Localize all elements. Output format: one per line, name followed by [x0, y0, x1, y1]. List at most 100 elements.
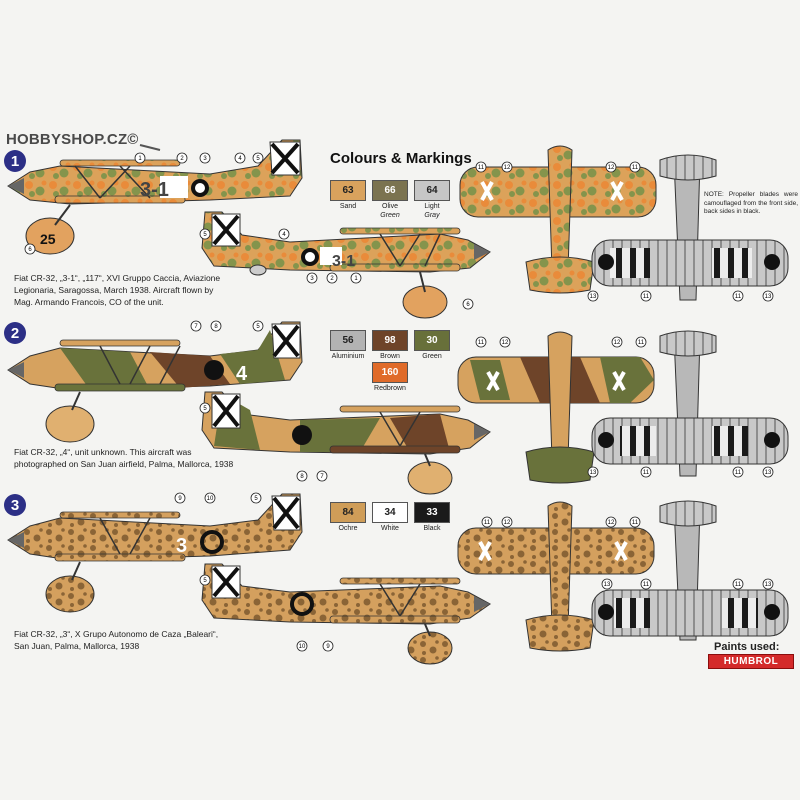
- callout-p2b-1: 8: [296, 470, 308, 482]
- callout-p2b-0: 5: [199, 402, 211, 414]
- svg-text:7: 7: [320, 474, 324, 480]
- callout-top-4: 11: [475, 336, 487, 348]
- top-view-1: [459, 145, 657, 294]
- callout-p1b-4: 1: [350, 272, 362, 284]
- svg-text:12: 12: [608, 165, 615, 171]
- svg-text:12: 12: [502, 340, 509, 346]
- code-p2: 4: [236, 363, 248, 385]
- callout-p2a-2: 5: [252, 320, 264, 332]
- svg-text:6: 6: [466, 302, 470, 308]
- caption-3-line: Fiat CR-32, „3“, X Grupo Autonomo de Caz…: [14, 629, 219, 639]
- callout-top-5: 12: [499, 336, 511, 348]
- callout-top-9: 12: [501, 516, 513, 528]
- svg-text:5: 5: [256, 156, 260, 162]
- svg-text:11: 11: [643, 582, 650, 588]
- callout-top-3: 11: [629, 161, 641, 173]
- profile-3-side-b: [201, 563, 491, 665]
- callout-top-2: 12: [605, 161, 617, 173]
- callout-p3a-2: 5: [250, 492, 262, 504]
- caption-2-line: photographed on San Juan airfield, Palma…: [14, 459, 234, 469]
- top-view-3: [457, 501, 655, 652]
- svg-text:1: 1: [354, 276, 358, 282]
- callout-p3a-0: 9: [174, 492, 186, 504]
- svg-text:12: 12: [504, 520, 511, 526]
- swatch-label-160: Redbrown: [374, 385, 406, 392]
- callout-bottom-3: 13: [762, 290, 774, 302]
- svg-text:11: 11: [632, 165, 639, 171]
- callout-p1a-5: 6: [24, 243, 36, 255]
- callout-top-8: 11: [481, 516, 493, 528]
- callout-top-10: 12: [605, 516, 617, 528]
- svg-text:9: 9: [178, 496, 182, 502]
- svg-text:2: 2: [330, 276, 334, 282]
- code-p3: 3: [176, 535, 187, 557]
- swatch-66: 66: [372, 180, 408, 201]
- code-p1b: 3-1: [332, 253, 355, 270]
- top-view-2: [457, 331, 655, 484]
- svg-text:4: 4: [238, 156, 242, 162]
- svg-text:5: 5: [203, 232, 207, 238]
- bottom-view-3: [591, 500, 789, 641]
- svg-text:4: 4: [282, 232, 286, 238]
- caption-3-line: San Juan, Palma, Mallorca, 1938: [14, 641, 140, 651]
- svg-text:12: 12: [504, 165, 511, 171]
- swatch-label-56: Aluminium: [331, 353, 365, 360]
- callout-p1b-0: 5: [199, 228, 211, 240]
- brand-logo: HUMBROL: [708, 654, 794, 669]
- svg-text:5: 5: [203, 578, 207, 584]
- profile-badge-2: 2: [4, 322, 26, 344]
- swatch-64: 64: [414, 180, 450, 201]
- svg-text:11: 11: [478, 165, 485, 171]
- callout-top-11: 11: [629, 516, 641, 528]
- callout-p1b-1: 4: [278, 228, 290, 240]
- svg-text:11: 11: [735, 470, 742, 476]
- page-title: Colours & Markings: [330, 150, 472, 167]
- svg-text:8: 8: [300, 474, 304, 480]
- profile-3-side-a: [7, 493, 303, 613]
- svg-text:5: 5: [254, 496, 258, 502]
- svg-text:5: 5: [256, 324, 260, 330]
- propeller-note: NOTE: Propeller blades were camouflaged …: [704, 191, 798, 215]
- bottom-view-2: [591, 330, 789, 477]
- svg-text:11: 11: [478, 340, 485, 346]
- callout-bottom-9: 11: [640, 578, 652, 590]
- caption-1-line: Fiat CR-32, „3-1“, „117“, XVI Gruppo Cac…: [14, 273, 221, 283]
- swatch-33: 33: [414, 502, 450, 523]
- swatch-63: 63: [330, 180, 366, 201]
- profile-2-side-a: [7, 321, 303, 443]
- callout-bottom-6: 11: [732, 466, 744, 478]
- caption-2-line: Fiat CR-32, „4“, unit unknown. This airc…: [14, 447, 192, 457]
- callout-bottom-0: 13: [587, 290, 599, 302]
- svg-text:11: 11: [484, 520, 491, 526]
- profile-1-side-a: [7, 139, 303, 255]
- callout-bottom-5: 11: [640, 466, 652, 478]
- callout-p1a-4: 5: [252, 152, 264, 164]
- caption-1-line: Mag. Armando Francois, CO of the unit.: [14, 297, 164, 307]
- callout-top-6: 12: [611, 336, 623, 348]
- profile-2-side-b: [201, 391, 491, 495]
- swatch-56: 56: [330, 330, 366, 351]
- svg-text:11: 11: [735, 582, 742, 588]
- callout-bottom-8: 13: [601, 578, 613, 590]
- callout-top-0: 11: [475, 161, 487, 173]
- svg-text:11: 11: [638, 340, 645, 346]
- svg-text:1: 1: [138, 156, 142, 162]
- callout-p2a-1: 8: [210, 320, 222, 332]
- callout-top-7: 11: [635, 336, 647, 348]
- svg-text:13: 13: [765, 470, 772, 476]
- swatch-160: 160: [372, 362, 408, 383]
- svg-text:10: 10: [299, 644, 306, 650]
- svg-text:9: 9: [326, 644, 330, 650]
- callout-bottom-7: 13: [762, 466, 774, 478]
- caption-2: Fiat CR-32, „4“, unit unknown. This airc…: [14, 446, 233, 470]
- svg-text:11: 11: [632, 520, 639, 526]
- callout-bottom-11: 13: [762, 578, 774, 590]
- callout-top-1: 12: [501, 161, 513, 173]
- callout-bottom-10: 11: [732, 578, 744, 590]
- svg-text:13: 13: [590, 470, 597, 476]
- callout-bottom-2: 11: [732, 290, 744, 302]
- callout-p1a-3: 4: [234, 152, 246, 164]
